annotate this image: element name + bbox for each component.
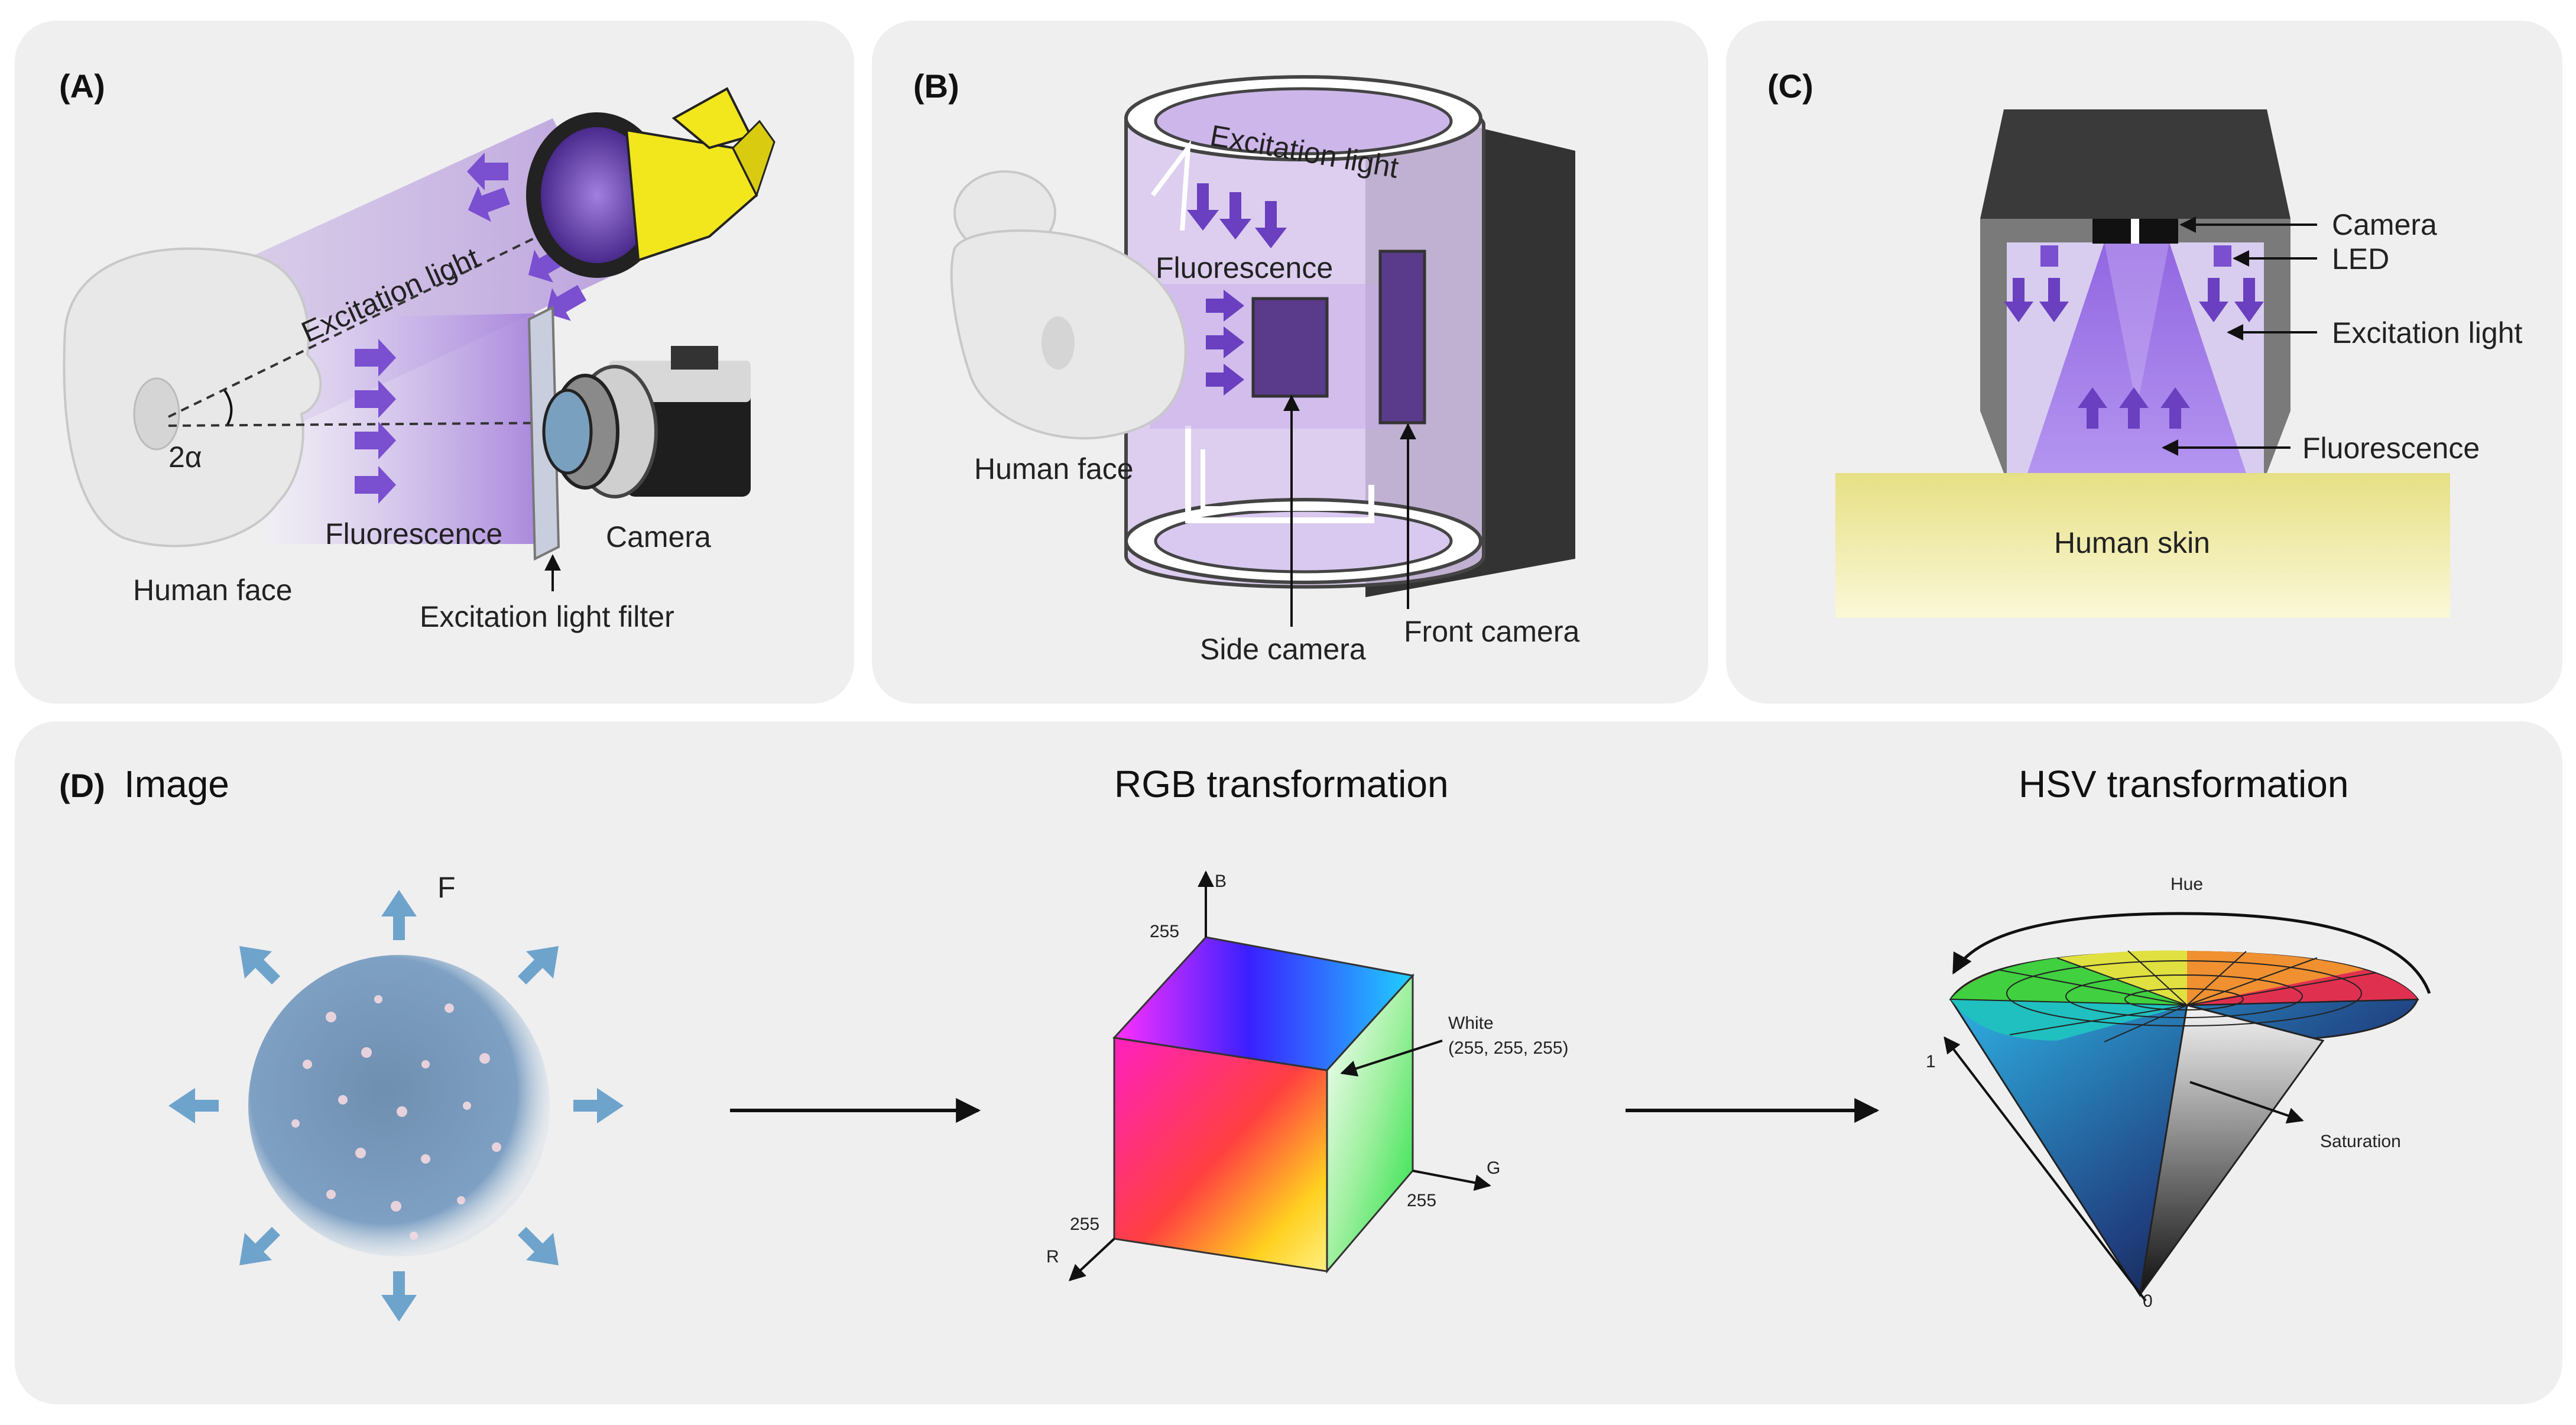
c-camera-gap	[2131, 219, 2139, 244]
human-face-illustration	[63, 247, 322, 548]
front-camera-label: Front camera	[1404, 615, 1580, 648]
sample-image	[248, 955, 550, 1256]
b-human-face-label: Human face	[974, 452, 1134, 485]
saturation-label: Saturation	[2320, 1132, 2401, 1151]
c-camera-label: Camera	[2332, 208, 2437, 241]
b-fluorescence-arrows	[1206, 290, 1244, 396]
side-camera-label: Side camera	[1200, 633, 1366, 666]
c-excitation-label: Excitation light	[2332, 316, 2522, 349]
panel-c: (C) Human skin Camera LED	[1767, 67, 2522, 618]
white-value-label: (255, 255, 255)	[1448, 1038, 1568, 1058]
panel-b: (B) Excitation light Fluorescence	[913, 67, 1580, 666]
c-led-label: LED	[2332, 242, 2389, 276]
hue-label: Hue	[2171, 875, 2203, 894]
fluorescence-arrows	[355, 339, 396, 504]
front-camera	[1378, 250, 1426, 425]
panel-b-tag: (B)	[913, 67, 959, 105]
b-axis-label: B	[1215, 872, 1227, 891]
image-title: Image	[124, 763, 229, 805]
hsv-cone	[1949, 950, 2419, 1297]
fluorescence-region	[266, 313, 535, 544]
camera-illustration	[542, 346, 751, 498]
b-fluorescence-label: Fluorescence	[1156, 251, 1333, 284]
human-skin-label: Human skin	[2054, 526, 2210, 559]
c-fluorescence-arrows	[2078, 387, 2190, 429]
r-axis	[1068, 1238, 1115, 1281]
filter-label: Excitation light filter	[420, 600, 674, 633]
g-axis	[1412, 1170, 1491, 1191]
white-label: White	[1448, 1013, 1494, 1033]
b-max-label: 255	[1150, 922, 1179, 941]
rgb-title: RGB transformation	[1114, 763, 1449, 805]
side-camera	[1251, 297, 1329, 398]
booth	[1124, 75, 1485, 589]
c-fluorescence-label: Fluorescence	[2302, 432, 2480, 465]
r-max-label: 255	[1070, 1215, 1099, 1234]
value-zero-label: 0	[2143, 1291, 2153, 1311]
camera-label: Camera	[606, 520, 711, 553]
flashlight-illustration	[526, 87, 776, 278]
panel-a-tag: (A)	[59, 67, 105, 105]
c-excitation-arrows	[2004, 278, 2264, 322]
value-one-label: 1	[1926, 1052, 1936, 1071]
angle-label: 2α	[168, 441, 202, 474]
panel-d: (D) Image RGB transformation HSV transfo…	[59, 763, 2431, 1322]
b-excitation-arrows	[1187, 183, 1287, 248]
fluorescence-label: Fluorescence	[325, 517, 502, 550]
view-line-lower	[168, 422, 568, 427]
angle-arc	[223, 389, 233, 425]
device-top	[1980, 109, 2291, 219]
c-excitation-beam	[2027, 242, 2246, 473]
rgb-cube	[1112, 936, 1414, 1274]
saturation-axis	[2189, 1081, 2304, 1124]
view-line-upper	[168, 232, 544, 418]
white-pointer	[1340, 1039, 1443, 1077]
panel-d-tag: (D)	[59, 767, 105, 804]
g-max-label: 255	[1407, 1191, 1436, 1210]
r-axis-label: R	[1046, 1247, 1059, 1267]
c-led-right	[2214, 245, 2231, 267]
g-axis-label: G	[1487, 1158, 1500, 1178]
human-skin	[1835, 473, 2450, 618]
value-axis	[1944, 1036, 2147, 1302]
b-human-face-illustration	[950, 170, 1187, 440]
c-beam-highlight	[2104, 242, 2169, 408]
radial-arrows	[168, 890, 624, 1322]
hue-arc	[1952, 912, 2431, 994]
hsv-title: HSV transformation	[2019, 763, 2348, 805]
c-led-left	[2040, 245, 2058, 267]
panel-a: (A) 2α Excitation light	[59, 67, 776, 633]
f-label: F	[437, 871, 456, 904]
human-face-label: Human face	[133, 574, 293, 607]
panel-c-tag: (C)	[1767, 67, 1813, 105]
